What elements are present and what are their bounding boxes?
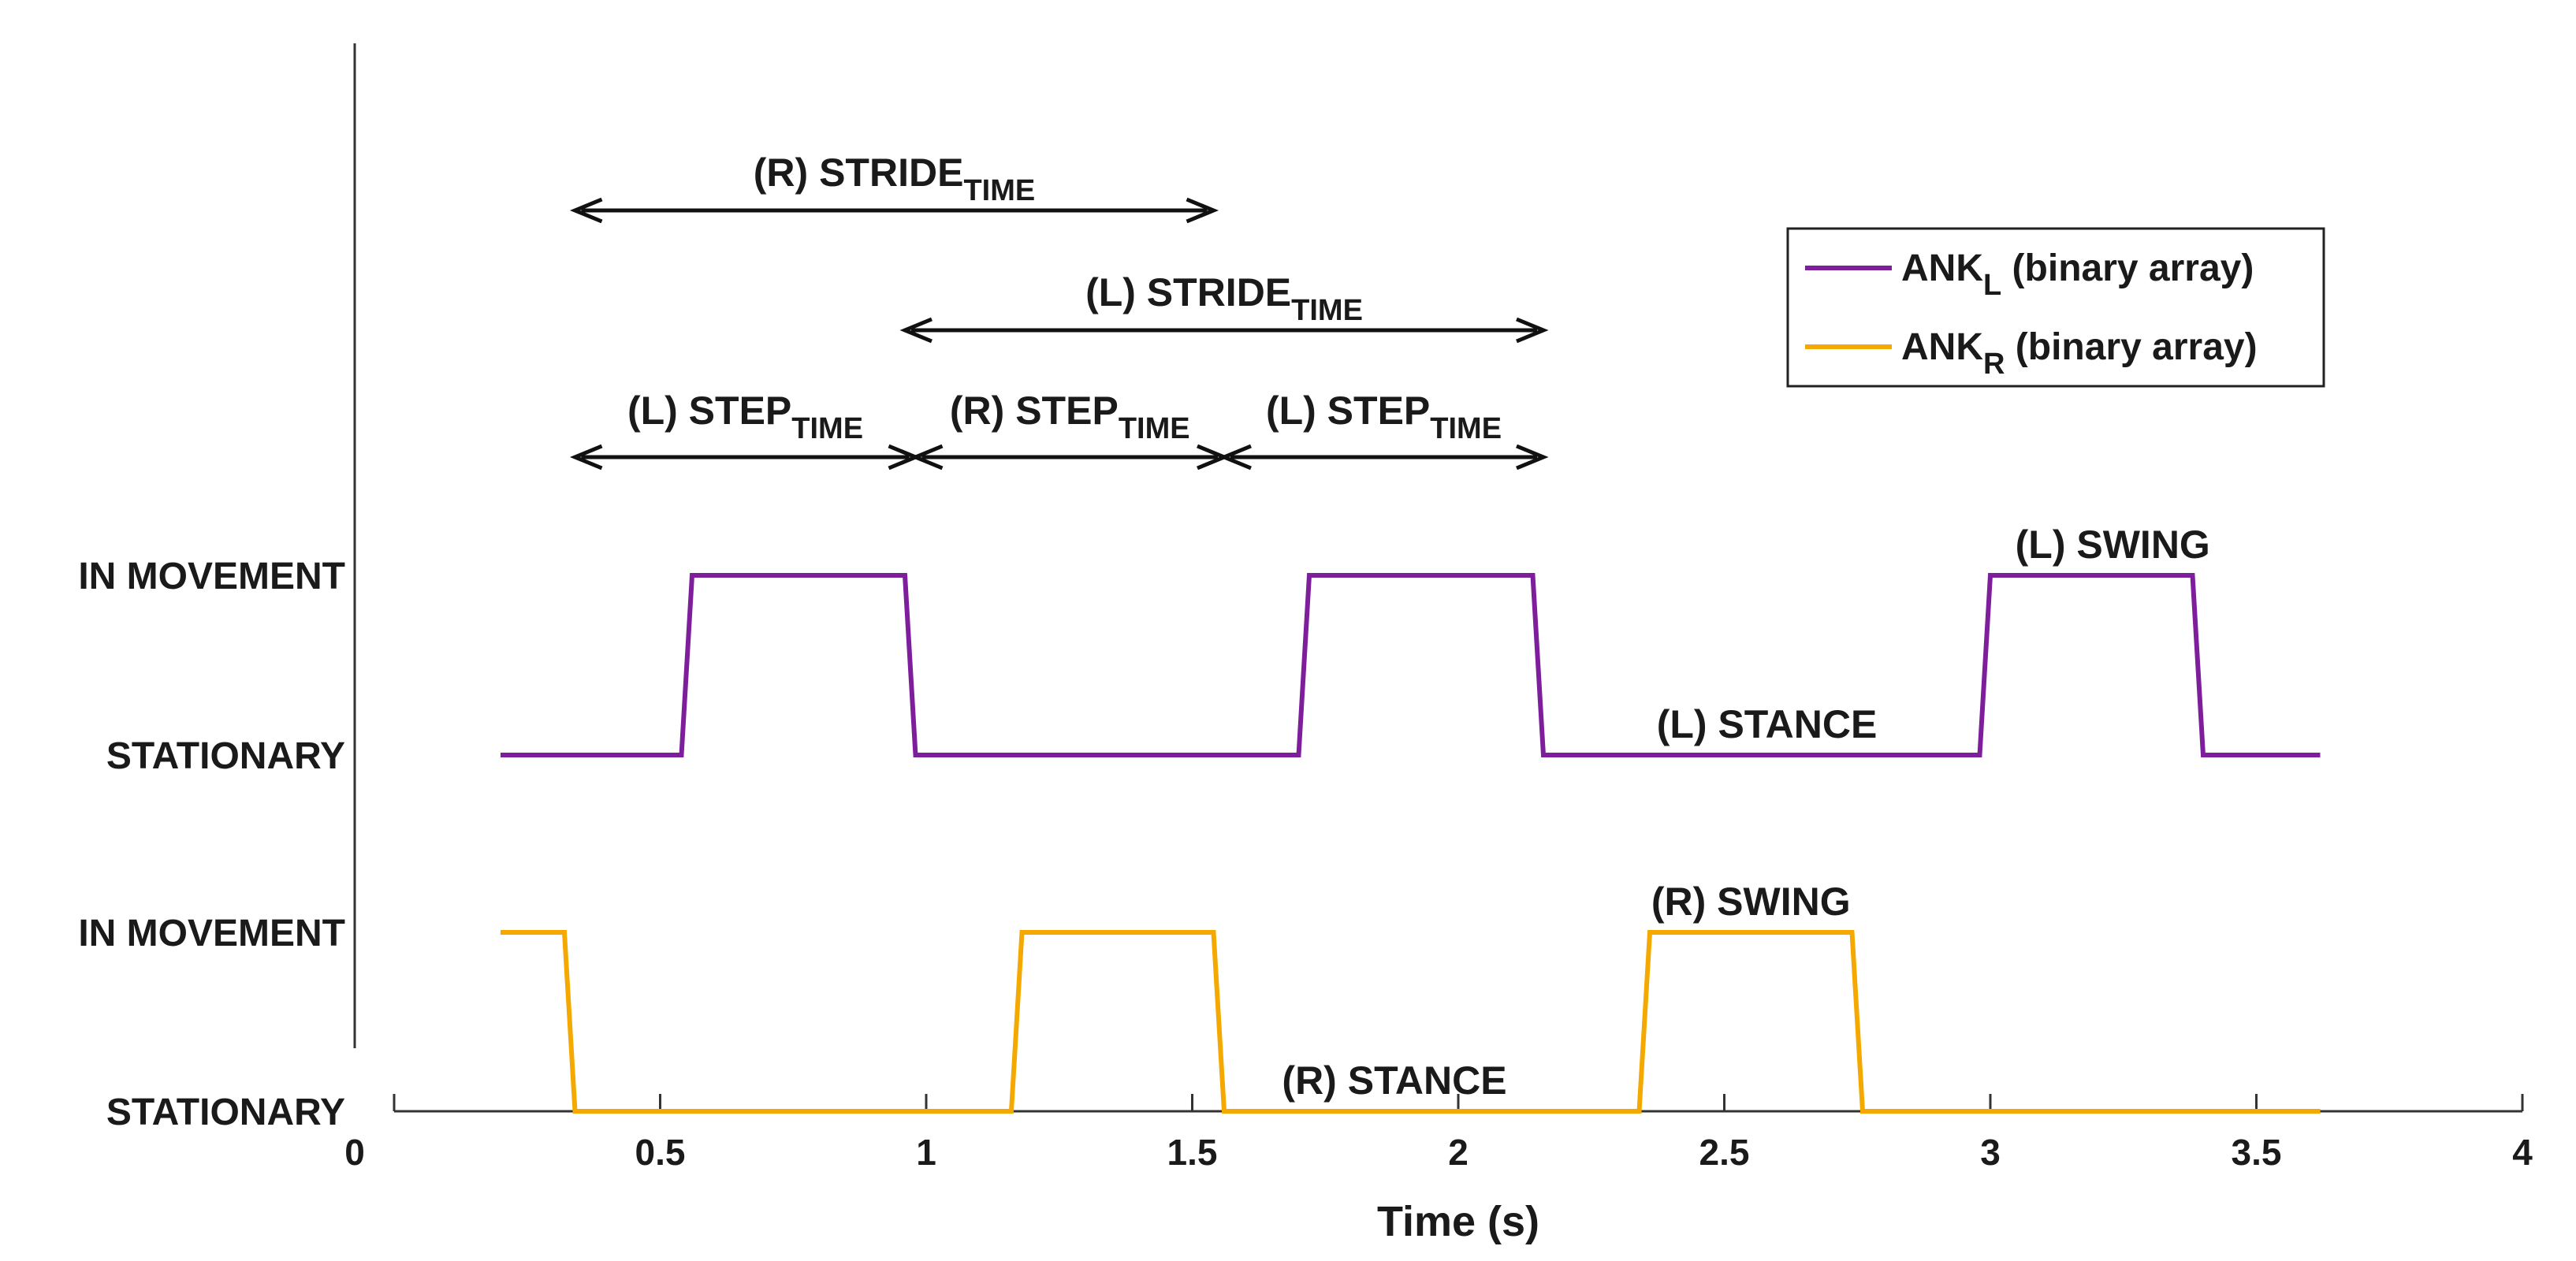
series-line-ank-r xyxy=(501,930,2321,1114)
x-tick-label: 3.5 xyxy=(2232,1132,2282,1173)
y-label-left-stationary: STATIONARY xyxy=(106,735,345,777)
series-lines xyxy=(501,573,2321,1114)
arrow-head-left xyxy=(1219,444,1252,471)
arrow-head-left xyxy=(910,444,944,471)
x-tick-label: 2 xyxy=(1448,1132,1469,1173)
arrow-head-left xyxy=(569,444,603,471)
interval-label: (L) STRIDETIME xyxy=(1085,270,1363,327)
x-tick-label: 4 xyxy=(2512,1132,2533,1173)
phase-annotation: (R) SWING xyxy=(1651,880,1851,924)
x-tick-label: 0.5 xyxy=(635,1132,686,1173)
x-axis-label: Time (s) xyxy=(1377,1198,1539,1245)
phase-annotation: (L) SWING xyxy=(2016,523,2210,567)
y-label-left-movement: IN MOVEMENT xyxy=(78,556,345,597)
x-axis-ticks: 0 0.5 1 1.5 2 2.5 3 3.5 4 xyxy=(344,1094,2533,1173)
interval-label: (R) STRIDETIME xyxy=(754,151,1035,207)
y-label-right-stationary: STATIONARY xyxy=(106,1092,345,1133)
x-tick-label: 0 xyxy=(344,1132,365,1173)
interval-label: (R) STEPTIME xyxy=(950,389,1190,445)
interval-label: (L) STEPTIME xyxy=(1266,389,1502,445)
interval-arrow: (R) STEPTIME xyxy=(910,389,1230,471)
arrow-head-left xyxy=(569,197,603,224)
arrow-head-right xyxy=(1516,317,1549,344)
legend-label-ank-l: ANKL (binary array) xyxy=(1901,247,2254,302)
phase-annotation: (L) STANCE xyxy=(1657,702,1878,746)
legend-label-ank-r: ANKR (binary array) xyxy=(1901,326,2258,381)
legend: ANKL (binary array) ANKR (binary array) xyxy=(1786,227,2325,388)
interval-arrow: (L) STRIDETIME xyxy=(899,270,1549,344)
phase-annotations: (L) SWING (L) STANCE (R) SWING (R) STANCE xyxy=(1282,523,2209,1103)
series-line-ank-l xyxy=(501,573,2321,757)
legend-box xyxy=(1786,227,2325,388)
phase-annotation: (R) STANCE xyxy=(1282,1058,1506,1103)
arrow-head-right xyxy=(1516,444,1549,471)
x-tick-label: 1 xyxy=(916,1132,936,1173)
interval-arrows: (R) STRIDETIME (L) STRIDETIME (L) STEPTIME… xyxy=(569,151,1549,471)
x-tick-label: 2.5 xyxy=(1699,1132,1750,1173)
arrow-head-right xyxy=(1186,197,1219,224)
x-tick-label: 1.5 xyxy=(1167,1132,1218,1173)
interval-label: (L) STEPTIME xyxy=(627,389,863,445)
interval-arrow: (L) STEPTIME xyxy=(1219,389,1549,471)
interval-arrow: (L) STEPTIME xyxy=(569,389,921,471)
interval-arrow: (R) STRIDETIME xyxy=(569,151,1219,224)
y-label-right-movement: IN MOVEMENT xyxy=(78,913,345,954)
y-axis-state-labels: IN MOVEMENT STATIONARY IN MOVEMENT STATIONA… xyxy=(78,556,345,1133)
arrow-head-left xyxy=(899,317,932,344)
x-tick-label: 3 xyxy=(1980,1132,2001,1173)
